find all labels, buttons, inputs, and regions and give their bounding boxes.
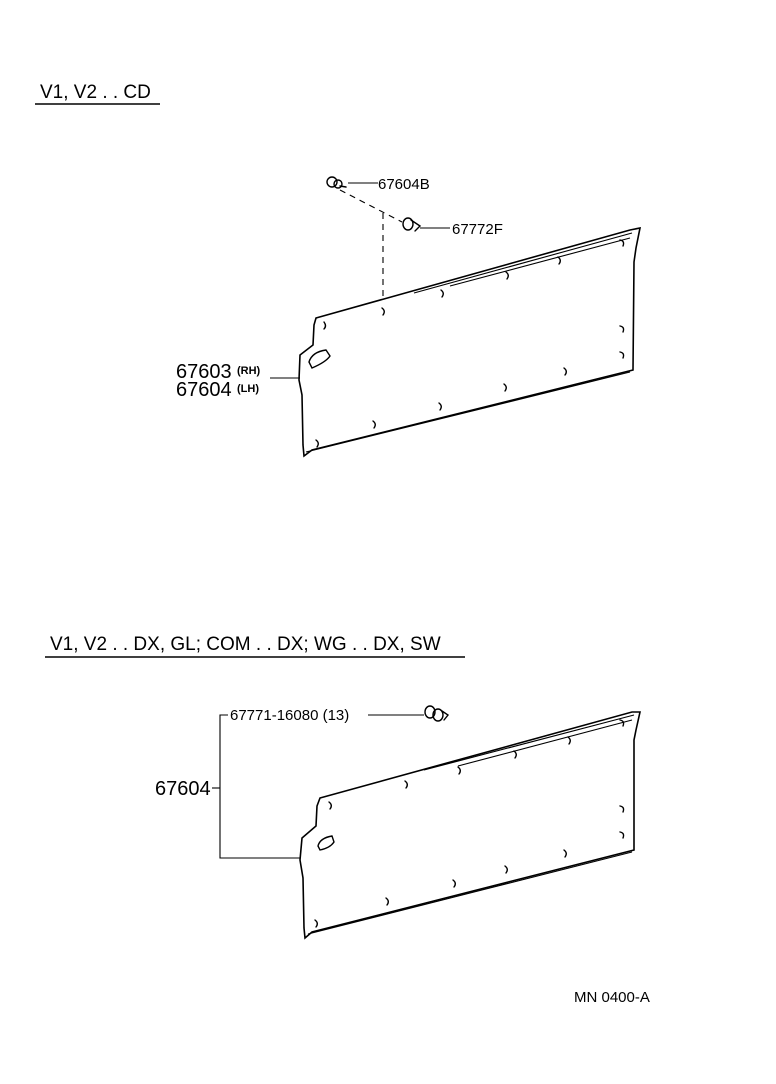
diagram-code: MN 0400-A [574, 989, 650, 1006]
panel-1-outline [298, 226, 642, 458]
panel-1-top-edge [413, 232, 633, 294]
panel-2-outline [299, 711, 641, 940]
panel-2-clip-holes [314, 719, 625, 928]
door-trim-panel-1 [298, 226, 642, 458]
dashed-leader-1 [339, 189, 403, 223]
panel-1-bottom-edge [305, 371, 631, 453]
callout-67603: 67603 [176, 361, 232, 383]
panel-1-clip-holes [315, 239, 625, 448]
callout-67604: 67604 [176, 379, 232, 401]
callout-lh-tag: (LH) [237, 383, 259, 395]
clip-67604B-part [326, 176, 347, 189]
panel-2-handle-recess [317, 835, 335, 851]
door-trim-panel-2 [299, 711, 641, 940]
clip-67772F-part [402, 217, 422, 232]
clip-67771-part [424, 705, 450, 722]
section-2-header: V1, V2 . . DX, GL; COM . . DX; WG . . DX… [50, 634, 441, 655]
panel-1-handle-recess [308, 349, 331, 369]
callout-67771-16080: 67771-16080 (13) [230, 707, 349, 724]
section-2: V1, V2 . . DX, GL; COM . . DX; WG . . DX… [45, 634, 641, 940]
panel-2-bottom-edge [307, 851, 633, 935]
callout-bracket-panel-2 [219, 714, 300, 859]
section-1-header: V1, V2 . . CD [40, 82, 151, 103]
callout-rh-tag: (RH) [237, 365, 261, 377]
callout-67772F: 67772F [452, 221, 503, 238]
callout-67604B: 67604B [378, 176, 430, 193]
section-1: V1, V2 . . CD [35, 82, 642, 458]
callout-67604-panel-2: 67604 [155, 778, 211, 800]
panel-2-top-edge [423, 714, 635, 771]
